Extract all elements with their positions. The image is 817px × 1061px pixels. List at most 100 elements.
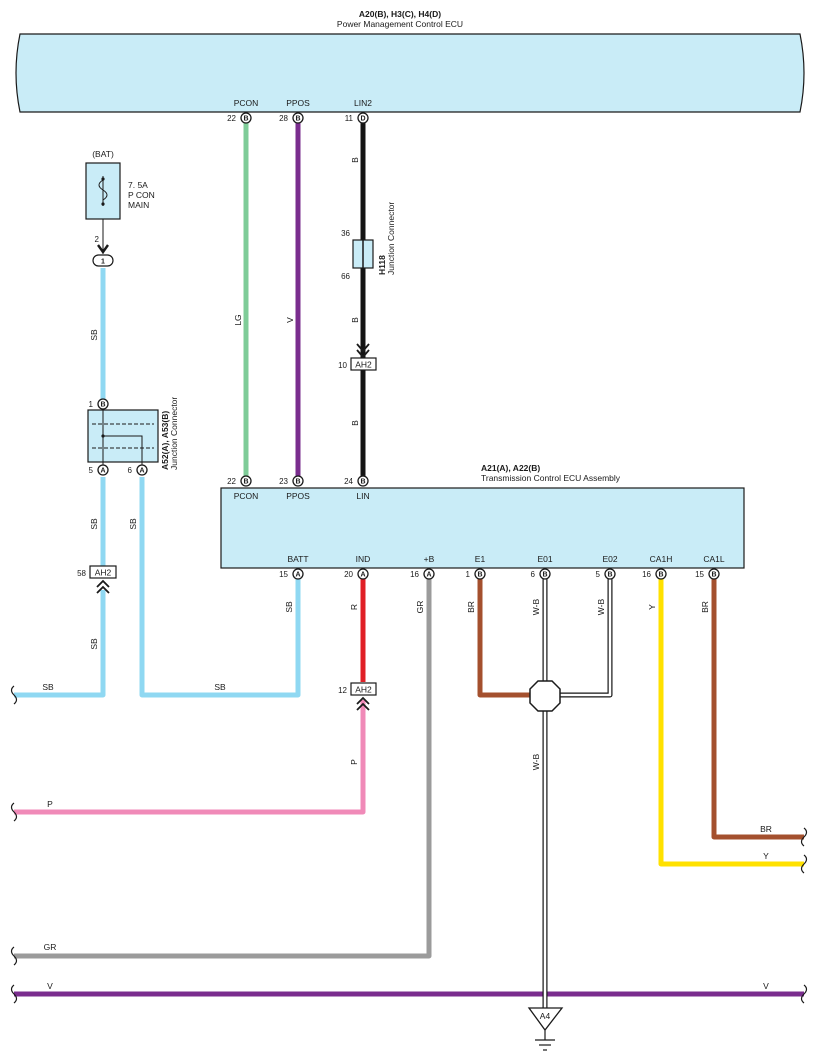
wire-label-v-3: V (763, 981, 769, 991)
pm-pin-ppos: B 28 (279, 112, 304, 124)
pm-pin-label-lin2: LIN2 (354, 98, 372, 108)
tcm-pin-pcon: B 22 (227, 475, 252, 487)
junction-connector-h118: 36 66 H118 Junction Connector (341, 202, 396, 281)
wire-label-p-2: P (47, 799, 53, 809)
wire-label-y-2: Y (763, 851, 769, 861)
fuse-name-1: P CON (128, 190, 155, 200)
svg-text:A: A (295, 572, 300, 579)
pm-pin-label-pcon: PCON (234, 98, 259, 108)
fuse-rating: 7. 5A (128, 180, 148, 190)
pm-ecu-code: A20(B), H3(C), H4(D) (359, 9, 441, 19)
svg-text:66: 66 (341, 272, 350, 281)
svg-text:A: A (100, 468, 105, 475)
wire-e02-wb (560, 578, 613, 698)
fuse-p-con-main: (BAT) 7. 5A P CON MAIN 2 1 (85, 149, 155, 267)
svg-text:B: B (100, 402, 105, 409)
wire-label-br-2: BR (700, 601, 710, 613)
svg-text:B: B (658, 572, 663, 579)
svg-text:B: B (542, 572, 547, 579)
pm-ecu-name: Power Management Control ECU (337, 19, 463, 29)
svg-text:16: 16 (410, 570, 419, 579)
svg-text:22: 22 (227, 114, 236, 123)
wire-label-sb-4: SB (89, 638, 99, 650)
wire-label-v: V (285, 317, 295, 323)
wire-label-b-3: B (350, 420, 360, 426)
svg-text:B: B (711, 572, 716, 579)
svg-text:36: 36 (341, 229, 350, 238)
svg-text:B: B (360, 479, 365, 486)
svg-text:A: A (139, 468, 144, 475)
wire-color-labels: LG V B B B SB SB SB SB SB SB SB R GR BR … (42, 157, 772, 991)
wire-label-wb-1: W-B (531, 598, 541, 615)
fuse-pin: 2 (95, 235, 100, 244)
wire-break-sb (10, 685, 18, 705)
connector-ah2-lin: AH2 10 (338, 343, 377, 371)
wire-break-p (10, 802, 18, 822)
svg-text:B: B (295, 479, 300, 486)
tcm-name: Transmission Control ECU Assembly (481, 473, 621, 483)
wire-label-p-1: P (349, 759, 359, 765)
svg-text:6: 6 (128, 466, 133, 475)
svg-text:A: A (426, 572, 431, 579)
tcm-label-e01: E01 (537, 554, 552, 564)
pm-pin-lin2: D 11 (345, 112, 369, 124)
wire-label-r: R (349, 604, 359, 610)
svg-text:24: 24 (344, 477, 353, 486)
wire-sb-batt (139, 477, 301, 698)
wire-sb-left (14, 477, 106, 698)
svg-text:A: A (360, 572, 365, 579)
wire-label-sb-3: SB (128, 518, 138, 530)
transmission-control-ecu: A21(A), A22(B) Transmission Control ECU … (220, 463, 745, 569)
tcm-label-e02: E02 (602, 554, 617, 564)
connector-ah2-sb: AH2 58 (77, 565, 117, 594)
tcm-label-ca1l: CA1L (703, 554, 725, 564)
fuse-source: (BAT) (92, 149, 114, 159)
fuse-conn: 1 (101, 259, 105, 266)
svg-text:AH2: AH2 (355, 685, 372, 695)
svg-text:15: 15 (279, 570, 288, 579)
svg-text:B: B (243, 116, 248, 123)
tcm-pin-ind: A 20 (344, 568, 369, 580)
wire-label-wb-3: W-B (531, 753, 541, 770)
tcm-label-pcon: PCON (234, 491, 259, 501)
power-management-ecu: A20(B), H3(C), H4(D) Power Management Co… (15, 9, 805, 113)
svg-text:10: 10 (338, 361, 347, 370)
junction-h118-code: H118 (377, 255, 387, 275)
tcm-pin-e01: B 6 (531, 568, 551, 580)
tcm-label-ca1h: CA1H (650, 554, 673, 564)
wire-label-br-3: BR (760, 824, 772, 834)
svg-text:22: 22 (227, 477, 236, 486)
fuse-name-2: MAIN (128, 200, 149, 210)
svg-text:1: 1 (466, 570, 471, 579)
wire-label-br-1: BR (466, 601, 476, 613)
wire-label-sb-5: SB (284, 601, 294, 613)
wire-label-sb-1: SB (89, 329, 99, 341)
svg-text:20: 20 (344, 570, 353, 579)
tcm-pin-plus-b: A 16 (410, 568, 435, 580)
connector-ah2-ind: AH2 12 (338, 682, 377, 711)
svg-text:16: 16 (642, 570, 651, 579)
svg-text:58: 58 (77, 569, 86, 578)
wire-label-wb-2: W-B (596, 598, 606, 615)
tcm-pin-lin: B 24 (344, 475, 369, 487)
wire-label-b-2: B (350, 317, 360, 323)
svg-text:1: 1 (89, 400, 94, 409)
wire-label-lg: LG (233, 314, 243, 325)
tcm-label-lin: LIN (356, 491, 369, 501)
splice-octagon (529, 680, 561, 712)
wire-e1-br (477, 578, 530, 698)
wire-break-y (800, 854, 808, 874)
tcm-label-e1: E1 (475, 554, 486, 564)
tcm-pin-e02: B 5 (596, 568, 616, 580)
svg-text:11: 11 (345, 114, 354, 123)
tcm-pin-ppos: B 23 (279, 475, 304, 487)
svg-text:5: 5 (89, 466, 94, 475)
wire-label-sb-6: SB (42, 682, 54, 692)
tcm-code: A21(A), A22(B) (481, 463, 540, 473)
svg-text:23: 23 (279, 477, 288, 486)
junction-a52-desc: Junction Connector (169, 397, 179, 470)
wire-label-gr-2: GR (44, 942, 57, 952)
wire-break-gr (10, 946, 18, 966)
svg-text:AH2: AH2 (95, 568, 112, 578)
